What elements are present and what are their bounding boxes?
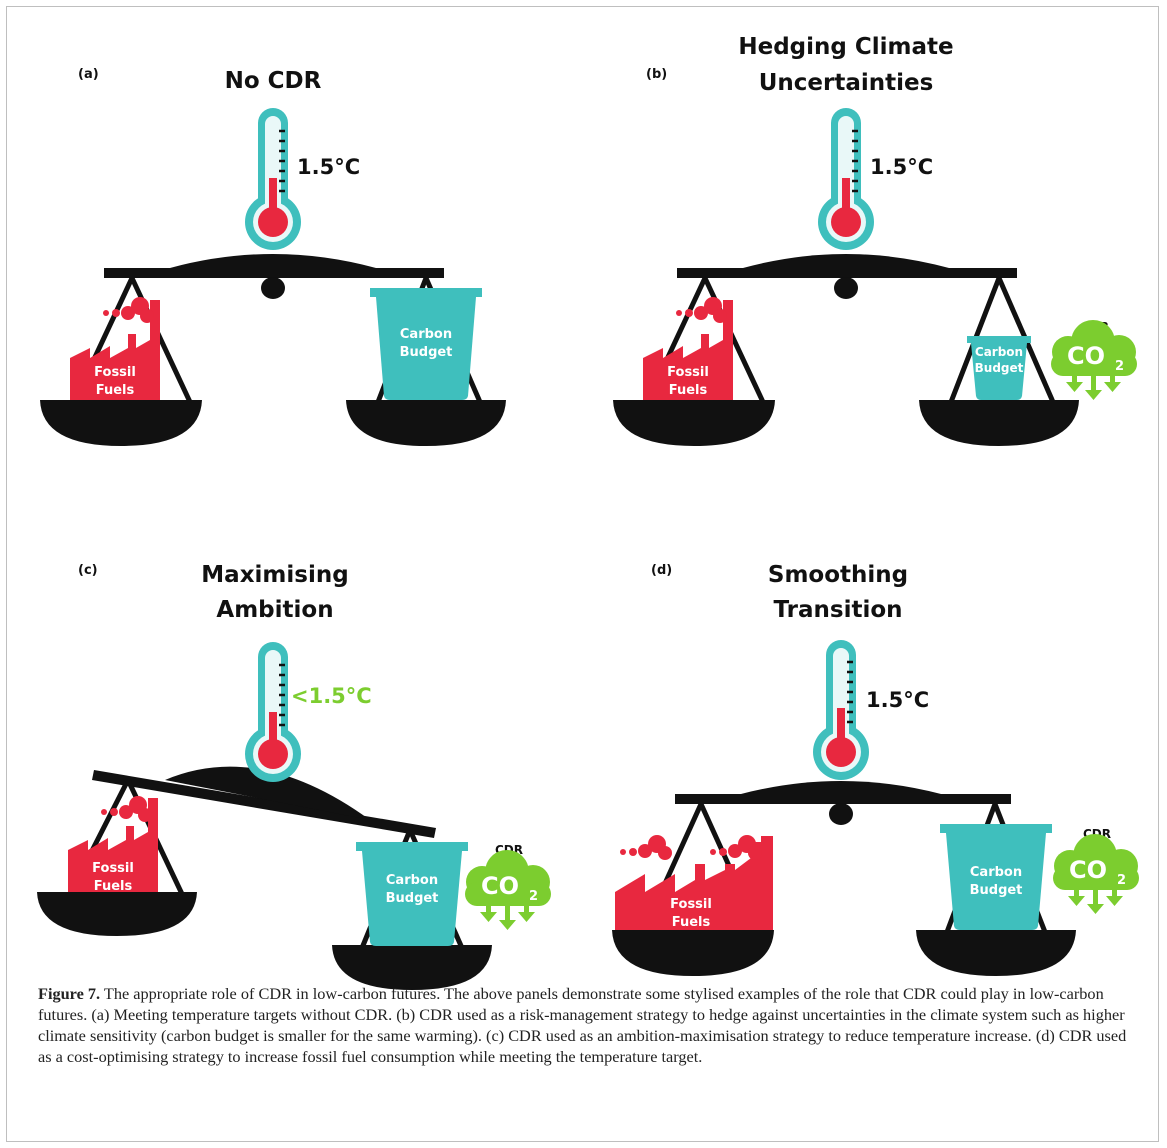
- panel-title-line1: Hedging Climate: [738, 34, 953, 60]
- panel-b: (b) Hedging Climate Uncertainties: [583, 10, 1156, 490]
- co2-cloud-icon: [465, 850, 551, 930]
- weight-label-line2: Fuels: [672, 915, 711, 930]
- co2-cloud-icon: [1053, 834, 1139, 914]
- weight-label-line2: Fuels: [96, 383, 135, 398]
- co2-text: CO: [1067, 342, 1105, 370]
- balance-beam: [677, 254, 1017, 299]
- weight-label-line1: Carbon: [970, 865, 1022, 880]
- temperature-label: 1.5°C: [297, 155, 360, 179]
- weight-label-line2: Fuels: [669, 383, 708, 398]
- balance-beam: [104, 254, 444, 299]
- thermometer-icon: [245, 642, 301, 782]
- weight-label-line2: Budget: [386, 891, 439, 906]
- weight-label-line1: Fossil: [92, 861, 134, 876]
- figure-caption: Figure 7. The appropriate role of CDR in…: [38, 983, 1128, 1067]
- factory-icon: [615, 835, 773, 930]
- co2-subscript: 2: [1115, 359, 1124, 374]
- panel-d: (d) Smoothing Transition: [583, 490, 1156, 976]
- panel-title-line1: Maximising: [201, 562, 348, 588]
- weight-label-line1: Carbon: [975, 345, 1023, 359]
- panel-letter: (d): [651, 563, 672, 578]
- co2-text: CO: [481, 872, 519, 900]
- panel-title-line2: Uncertainties: [759, 70, 934, 96]
- panel-a-graphic: (a) No CDR: [40, 67, 506, 446]
- factory-icon: [70, 297, 160, 400]
- panel-c: (c) Maximising Ambition: [10, 490, 583, 990]
- panel-b-graphic: (b) Hedging Climate Uncertainties: [613, 34, 1137, 446]
- co2-subscript: 2: [1117, 873, 1126, 888]
- panel-letter: (c): [78, 563, 98, 578]
- co2-subscript: 2: [529, 889, 538, 904]
- caption-label: Figure 7.: [38, 984, 101, 1003]
- caption-text: The appropriate role of CDR in low-carbo…: [38, 984, 1127, 1066]
- weight-label-line1: Fossil: [667, 365, 709, 380]
- panel-letter: (b): [646, 67, 667, 82]
- thermometer-icon: [813, 640, 869, 780]
- bucket-icon: [370, 288, 482, 400]
- factory-icon: [68, 796, 158, 892]
- thermometer-icon: [818, 108, 874, 250]
- figure-panels: (a) No CDR: [10, 10, 1157, 990]
- panel-a: (a) No CDR: [10, 10, 583, 490]
- weight-label-line2: Fuels: [94, 879, 133, 894]
- co2-cloud-icon: [1051, 320, 1137, 400]
- panel-title-line2: Transition: [773, 597, 902, 623]
- balance-beam: [675, 781, 1011, 825]
- bucket-icon: [940, 824, 1052, 930]
- balance-beam: [92, 766, 436, 838]
- weight-label-line1: Carbon: [386, 873, 438, 888]
- panel-title-line2: Ambition: [216, 597, 333, 623]
- temperature-label: 1.5°C: [866, 688, 929, 712]
- panel-title: No CDR: [225, 68, 322, 94]
- panel-title-line1: Smoothing: [768, 562, 908, 588]
- temperature-label: <1.5°C: [291, 684, 372, 708]
- weight-label-line1: Fossil: [94, 365, 136, 380]
- weight-label-line2: Budget: [975, 361, 1024, 375]
- panel-d-graphic: (d) Smoothing Transition: [612, 562, 1139, 976]
- thermometer-icon: [245, 108, 301, 250]
- temperature-label: 1.5°C: [870, 155, 933, 179]
- panel-c-graphic: (c) Maximising Ambition: [37, 562, 551, 990]
- panel-letter: (a): [78, 67, 99, 82]
- bucket-icon: [356, 842, 468, 946]
- co2-text: CO: [1069, 856, 1107, 884]
- weight-label-line2: Budget: [970, 883, 1023, 898]
- weight-label-line1: Carbon: [400, 327, 452, 342]
- weight-label-line2: Budget: [400, 345, 453, 360]
- bucket-icon: [967, 336, 1031, 400]
- factory-icon: [643, 297, 733, 400]
- left-pan: [40, 276, 202, 446]
- weight-label-line1: Fossil: [670, 897, 712, 912]
